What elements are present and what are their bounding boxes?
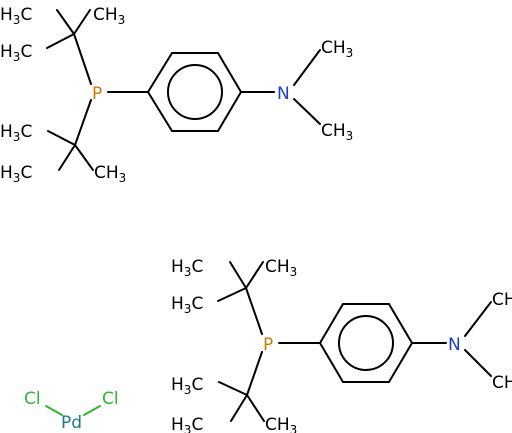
- methyl-label: H3C: [0, 122, 32, 144]
- methyl-label: CH3: [321, 121, 353, 143]
- phosphorus-label: P: [92, 84, 102, 104]
- methyl-label: CH3: [492, 373, 512, 395]
- methyl-label: H3C: [0, 42, 32, 64]
- methyl-label: CH3: [94, 163, 126, 185]
- ligand-top: H3C CH3 H3C P H3C H3C CH3 N CH3 CH3: [0, 5, 353, 185]
- pd-dichloride: Cl Cl Pd: [24, 389, 119, 433]
- methyl-label: H3C: [0, 163, 32, 185]
- methyl-label: H3C: [171, 294, 203, 316]
- chlorine-label: Cl: [24, 389, 41, 409]
- methyl-label: CH3: [265, 415, 297, 433]
- chlorine-label: Cl: [102, 389, 119, 409]
- palladium-label: Pd: [61, 413, 82, 433]
- methyl-label: H3C: [171, 415, 203, 433]
- methyl-label: H3C: [0, 5, 32, 27]
- methyl-label: CH3: [93, 5, 125, 27]
- ligand-bottom: H3C CH3 H3C P H3C H3C CH3 N CH3 CH3: [171, 257, 512, 433]
- methyl-label: H3C: [171, 257, 203, 279]
- methyl-label: CH3: [265, 257, 297, 279]
- phosphorus-label: P: [263, 335, 273, 355]
- methyl-label: CH3: [321, 38, 353, 60]
- nitrogen-label: N: [448, 335, 461, 355]
- methyl-label: H3C: [171, 375, 203, 397]
- methyl-label: CH3: [492, 290, 512, 312]
- nitrogen-label: N: [277, 84, 290, 104]
